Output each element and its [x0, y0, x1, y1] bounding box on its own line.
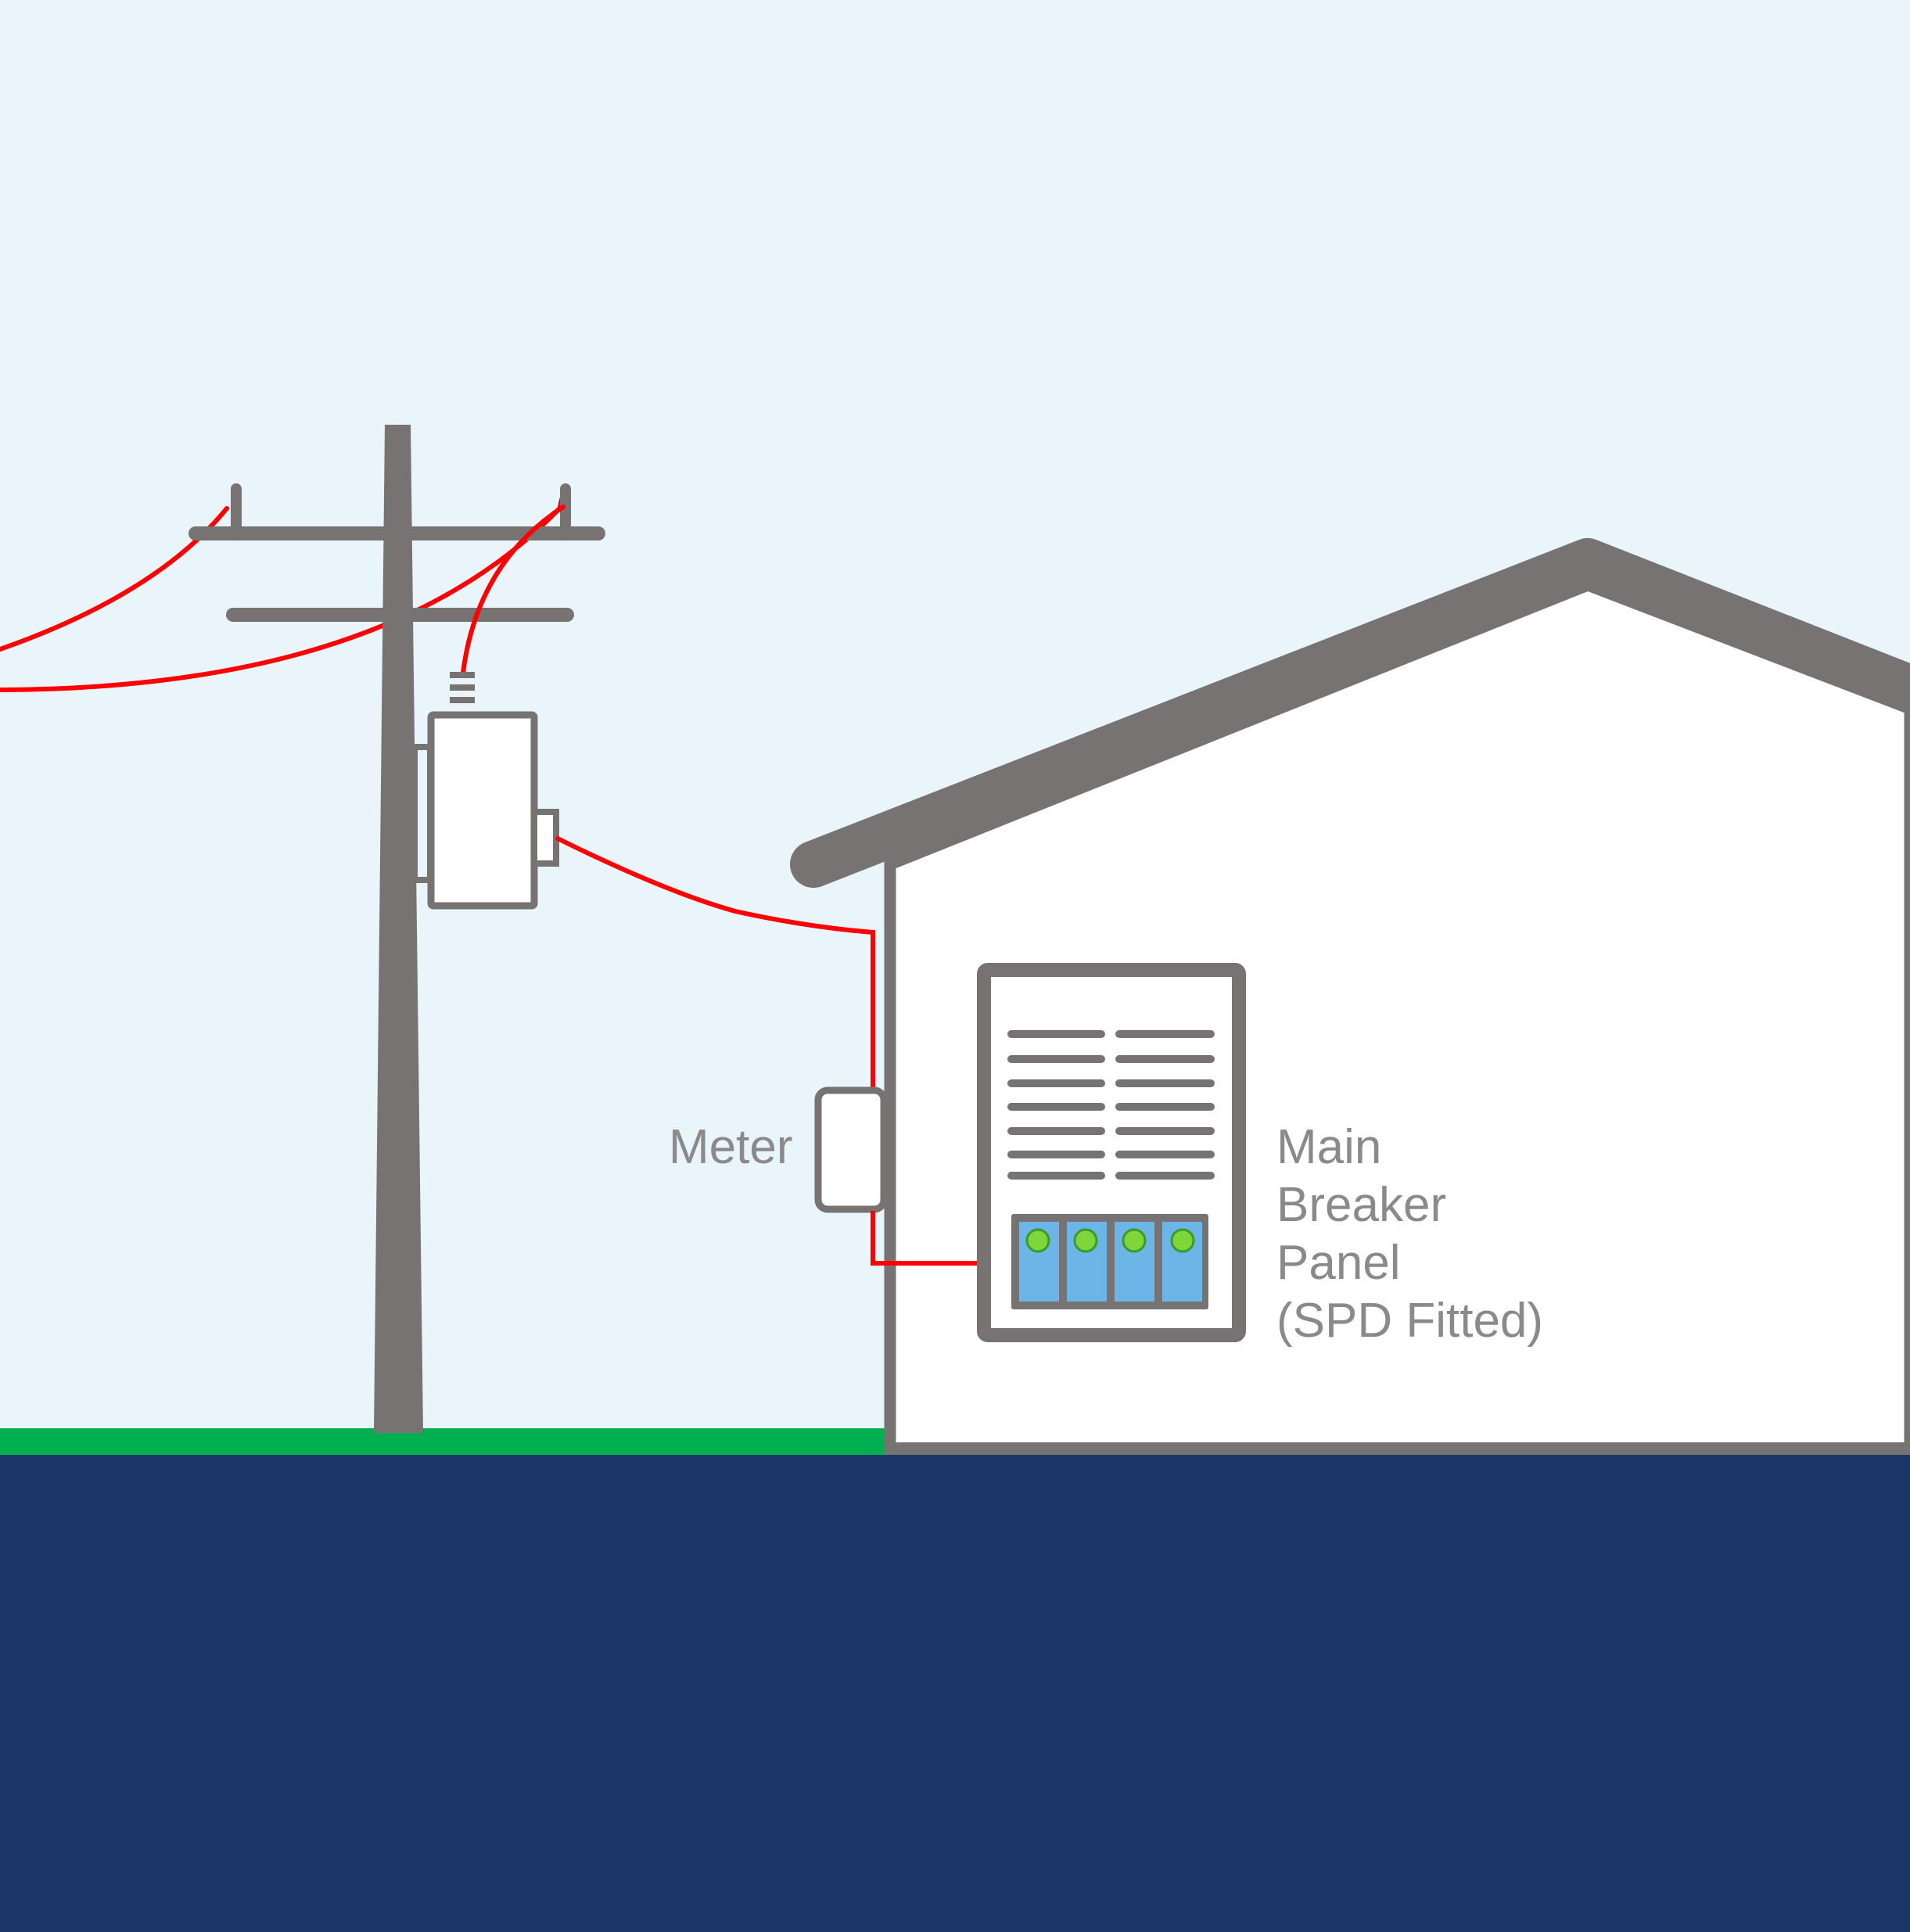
house-roof: [790, 538, 1910, 888]
breaker-2-indicator: [1073, 1228, 1098, 1253]
panel-label-line-2: Breaker: [1276, 1178, 1447, 1232]
panel-label: Main Breaker Panel (SPD Fitted): [1276, 1119, 1543, 1350]
panel-label-line-1: Main: [1276, 1120, 1382, 1174]
ground: [0, 1455, 1910, 1932]
meter-to-panel-wire: [871, 1211, 979, 1266]
transformer-terminal: [531, 809, 559, 867]
meter-box-icon: [814, 1086, 888, 1213]
panel-vent-lines: [1007, 1030, 1215, 1180]
breaker-1-indicator: [1025, 1228, 1050, 1253]
panel-label-line-3: Panel: [1276, 1236, 1401, 1290]
breaker-3-indicator: [1122, 1228, 1147, 1253]
breaker-panel-icon: [977, 963, 1246, 1342]
breaker-4-indicator: [1170, 1228, 1195, 1253]
transformer-icon: [411, 672, 559, 910]
meter-label: Meter: [669, 1120, 793, 1174]
pole-trunk: [374, 425, 423, 1433]
transformer-feed-wire: [461, 505, 565, 675]
transformer-body: [427, 711, 538, 910]
panel-label-line-4: (SPD Fitted): [1276, 1294, 1544, 1348]
service-drop-wire: [555, 835, 875, 1091]
breaker-bank: [1011, 1214, 1208, 1309]
grass-strip: [0, 1428, 892, 1456]
meter-box: [814, 1086, 888, 1213]
